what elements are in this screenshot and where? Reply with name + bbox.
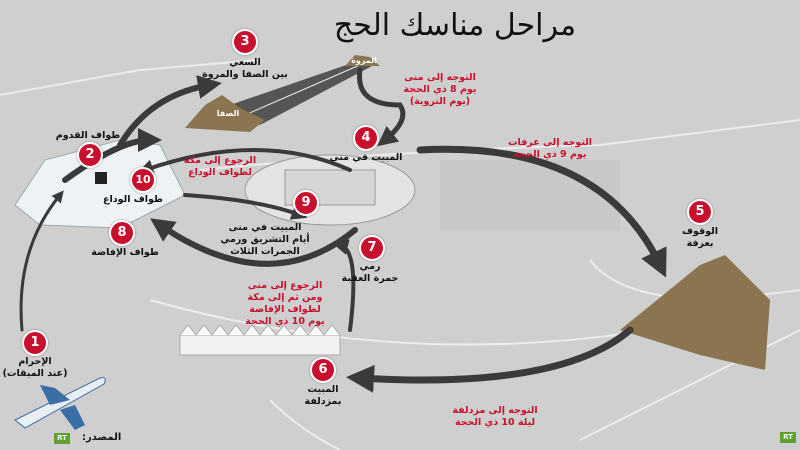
label-line: أيام التشريق ورمي [220,234,310,245]
stage-10-label: طواف الوداع [103,194,163,205]
label-line: بمزدلفة [304,396,342,407]
label-line: رمي [359,261,381,272]
muzdalifah-tents [179,334,341,356]
label-line: ليلة 10 ذي الحجة [454,417,536,428]
label-line: التوجه إلى مزدلفة [452,405,538,416]
label-line: التوجه إلى منى [404,72,476,83]
stage-1-badge: 1 [22,330,48,356]
label-line: جمرة العقبة [341,273,399,284]
arafat-mountain [620,255,770,370]
label-line: الإحرام [18,356,52,367]
masaa-road [230,62,372,125]
stage-2-label: طواف القدوم [55,130,121,141]
flow-arrows [19,67,667,393]
label-line: المبيت [307,384,339,395]
stage-1-label: الإحرام(عند الميقات) [3,356,68,380]
safa-label: الصفا [216,109,240,118]
stage-4-badge: 4 [353,125,379,151]
label-line: السعي [229,57,261,68]
stage-9-badge: 9 [293,190,319,216]
stage-3-badge: 3 [232,29,258,55]
stage-8-badge: 8 [109,220,135,246]
page-title: مراحل مناسك الحج [333,8,577,43]
marwa-label: المروة [351,56,377,65]
label-line: التوجه إلى عرفات [507,137,593,148]
stage-4-label: المبيت في منى [329,152,403,163]
label-line: ومن ثم إلى مكة [247,292,323,303]
label-line: يوم 9 ذي الحجة [513,149,587,160]
label-line: بين الصفا والمروة [202,69,288,80]
airplane-icon [14,377,106,430]
label-line: يوم 8 ذي الحجة [403,84,477,95]
label-line: الرجوع إلى منى [247,280,323,291]
rt-logo-corner: RT [780,432,796,443]
stage-2-badge: 2 [77,142,103,168]
label-line: الوقوف [682,226,718,237]
stage-6-badge: 6 [310,357,336,383]
label-line: لطواف الإفاضة [249,304,321,315]
label-line: الرجوع إلى مكة [183,155,257,166]
stage-10-badge: 10 [130,167,156,193]
label-line: بعرفة [686,238,714,249]
marwa-mountain [345,55,380,66]
rt-logo: RT [54,433,70,444]
label-line: لطواف الوداع [188,167,252,178]
stage-7-badge: 7 [359,235,385,261]
label-line: المبيت في منى [228,222,302,233]
kaaba [95,172,107,184]
label-line: (يوم التروية) [409,96,471,107]
label-line: (عند الميقات) [2,368,68,379]
label-line: يوم 10 ذي الحجة [245,316,325,327]
source-label: المصدر: [82,432,122,443]
label-line: الجمرات الثلاث [230,246,300,257]
stage-8-label: طواف الإفاضة [91,247,159,258]
watermark [440,160,620,230]
safa-mountain [185,95,265,132]
stage-5-badge: 5 [687,199,713,225]
